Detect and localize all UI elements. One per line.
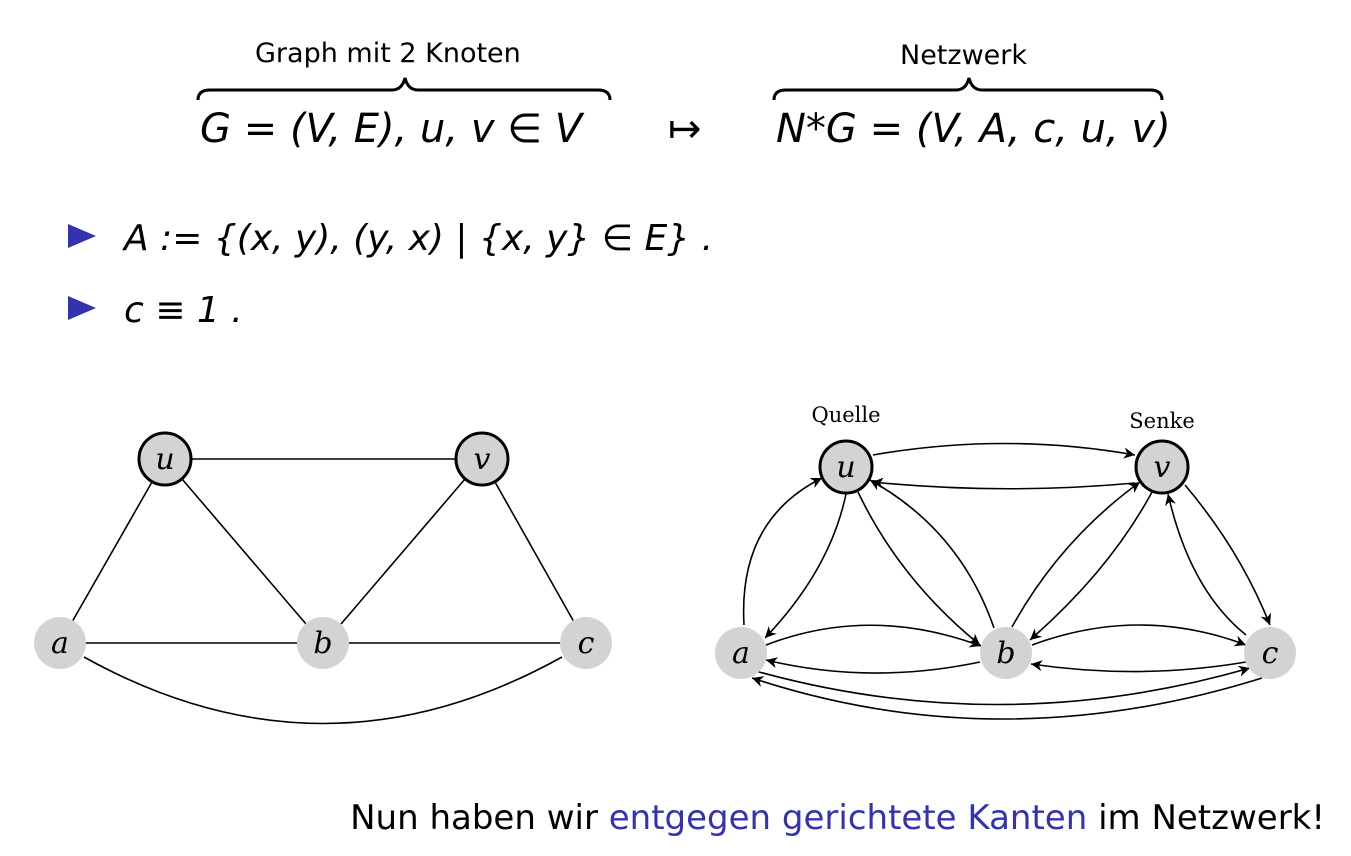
svg-text:b: b xyxy=(313,626,332,661)
node-b: b xyxy=(297,617,349,669)
node-u: u xyxy=(818,439,874,495)
bullet-capacity-definition: c ≡ 1 . xyxy=(124,290,243,331)
arc-u-a xyxy=(764,493,847,639)
svg-text:c: c xyxy=(578,626,595,661)
bullet-triangle-icon xyxy=(68,224,96,248)
edge-v-b xyxy=(340,478,466,625)
node-a: a xyxy=(715,627,767,679)
svg-text:v: v xyxy=(474,442,491,477)
arc-c-a xyxy=(751,676,1263,720)
svg-text:v: v xyxy=(1154,450,1171,485)
mapsto-symbol: ↦ xyxy=(668,106,702,152)
right-brace-label: Netzwerk xyxy=(900,40,1027,71)
node-a: a xyxy=(34,617,86,669)
footer-note: Nun haben wir entgegen gerichtete Kanten… xyxy=(350,798,1325,838)
arc-c-v xyxy=(1165,493,1247,636)
arc-b-c xyxy=(1031,624,1247,647)
left-overbrace xyxy=(196,77,612,101)
edge-u-a xyxy=(71,481,153,623)
right-overbrace xyxy=(772,77,1164,101)
footer-suffix: im Netzwerk! xyxy=(1087,798,1325,838)
node-b: b xyxy=(980,627,1032,679)
arc-v-c xyxy=(1184,484,1272,626)
arc-b-a xyxy=(765,657,981,674)
sink-label: Senke xyxy=(1129,409,1195,433)
left-nodes: u v a b c xyxy=(34,431,612,669)
overbraces xyxy=(196,77,1164,101)
node-v: v xyxy=(454,431,510,487)
footer-highlight: entgegen gerichtete Kanten xyxy=(608,798,1088,838)
node-c: c xyxy=(1244,627,1296,679)
arc-b-u xyxy=(869,479,995,629)
arc-v-b xyxy=(1029,491,1153,641)
edge-u-b xyxy=(181,478,307,625)
source-label: Quelle xyxy=(811,403,880,427)
edge-a-c xyxy=(83,656,563,725)
svg-text:a: a xyxy=(51,626,69,661)
arc-a-b xyxy=(765,624,982,648)
arc-a-u xyxy=(742,477,823,626)
network-formula: N*G = (V, A, c, u, v) xyxy=(776,106,1171,152)
bullet-arc-definition: A := {(x, y), (y, x) | {x, y} ∈ E} . xyxy=(124,218,714,259)
svg-text:a: a xyxy=(732,636,750,671)
left-brace-label: Graph mit 2 Knoten xyxy=(255,38,521,69)
svg-text:b: b xyxy=(996,636,1015,671)
footer-prefix: Nun haben wir xyxy=(350,798,609,838)
arc-u-b xyxy=(857,491,981,646)
node-u: u xyxy=(137,431,193,487)
node-v: v xyxy=(1134,439,1190,495)
svg-text:u: u xyxy=(836,450,855,485)
arc-v-u xyxy=(871,477,1136,490)
graph-formula: G = (V, E), u, v ∈ V xyxy=(200,106,583,152)
arc-c-b xyxy=(1030,660,1247,673)
edge-v-c xyxy=(494,481,575,623)
svg-text:c: c xyxy=(1262,636,1279,671)
graphs: u v a b c Quelle Senke u xyxy=(34,403,1296,725)
arc-a-c xyxy=(751,665,1251,706)
right-nodes: Quelle Senke u v a b c xyxy=(715,403,1296,679)
arc-b-v xyxy=(1011,481,1141,628)
directed-graph xyxy=(742,442,1272,720)
svg-text:u: u xyxy=(155,442,174,477)
arc-u-v xyxy=(872,442,1136,459)
bullet-triangle-icon xyxy=(68,296,96,320)
undirected-graph xyxy=(71,458,575,725)
node-c: c xyxy=(560,617,612,669)
